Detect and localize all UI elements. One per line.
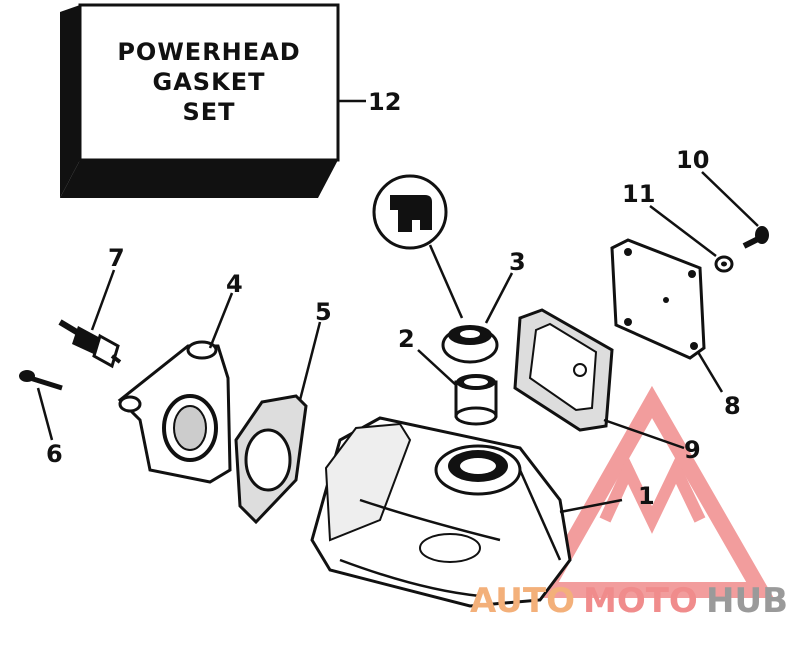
bolt-part-6 xyxy=(19,370,63,391)
seal-detail-inset xyxy=(372,174,464,319)
spark-plug-part-7 xyxy=(58,319,122,369)
watermark-text: AUTO MOTO HUB xyxy=(470,581,788,621)
callout-6: 6 xyxy=(46,440,63,468)
callout-4: 4 xyxy=(226,270,243,298)
washer-part-11 xyxy=(714,255,734,273)
callout-7: 7 xyxy=(108,244,125,272)
callout-12: 12 xyxy=(368,88,401,116)
crankcase-part-1 xyxy=(310,416,572,608)
leader-1 xyxy=(559,498,623,514)
gasket-set-box: POWERHEAD GASKET SET xyxy=(60,3,340,198)
leader-3 xyxy=(484,272,514,324)
leader-8 xyxy=(696,351,724,393)
leader-10 xyxy=(701,171,759,227)
leader-9 xyxy=(603,418,685,450)
callout-2: 2 xyxy=(398,325,415,353)
seal-part-3 xyxy=(441,325,499,364)
watermark-hub: HUB xyxy=(706,581,788,621)
screw-part-10 xyxy=(742,226,769,249)
gasket-box-line2: GASKET xyxy=(153,68,266,96)
cover-plate-part-8 xyxy=(610,238,706,360)
gasket-box-line1: POWERHEAD xyxy=(117,38,300,66)
bushing-part-2 xyxy=(454,374,498,426)
housing-part-4 xyxy=(117,340,232,484)
leader-11 xyxy=(649,205,717,257)
gasket-part-5 xyxy=(234,394,308,525)
watermark-logo xyxy=(531,385,774,598)
leader-7 xyxy=(90,269,116,331)
leader-6 xyxy=(36,387,54,441)
callout-8: 8 xyxy=(724,392,741,420)
gasket-part-9 xyxy=(513,308,614,432)
callout-3: 3 xyxy=(509,248,526,276)
callout-1: 1 xyxy=(638,482,655,510)
callout-11: 11 xyxy=(622,180,655,208)
watermark-auto: AUTO xyxy=(470,581,575,621)
gasket-box-line3: SET xyxy=(182,98,235,126)
leader-2 xyxy=(417,349,457,386)
callout-9: 9 xyxy=(684,436,701,464)
callout-10: 10 xyxy=(676,146,709,174)
leader-5 xyxy=(298,321,322,401)
leader-4 xyxy=(208,292,234,349)
watermark-moto: MOTO xyxy=(583,581,698,621)
callout-5: 5 xyxy=(315,298,332,326)
